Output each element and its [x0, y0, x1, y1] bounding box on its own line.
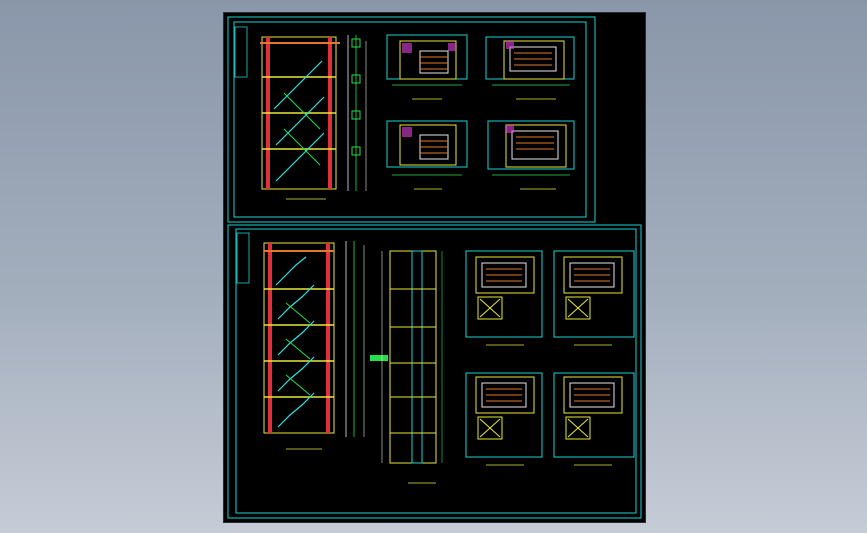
upper-stair-section: [260, 35, 367, 200]
lower-elevator-section: [370, 250, 443, 484]
cad-drawing-canvas[interactable]: [224, 13, 645, 522]
lower-plan-3: [465, 372, 543, 466]
lower-sheet-frame: [227, 224, 642, 519]
lower-plan-4: [553, 372, 635, 466]
lower-sheet: [227, 224, 642, 519]
lower-title-strip: [236, 232, 250, 284]
cad-drawing-viewport[interactable]: [223, 12, 646, 523]
lower-plan-2: [553, 250, 635, 346]
upper-sheet: [227, 16, 596, 223]
lower-stair-section: [263, 241, 365, 450]
upper-sheet-frame: [227, 16, 596, 223]
upper-plan-4: [487, 120, 575, 190]
lower-sheet-inner-frame: [235, 228, 637, 514]
upper-plan-1: [386, 34, 468, 100]
upper-plan-2: [485, 36, 575, 100]
upper-plan-3: [386, 120, 468, 190]
lower-plan-1: [465, 250, 543, 346]
upper-title-strip: [234, 26, 248, 78]
upper-sheet-inner-frame: [233, 21, 587, 218]
